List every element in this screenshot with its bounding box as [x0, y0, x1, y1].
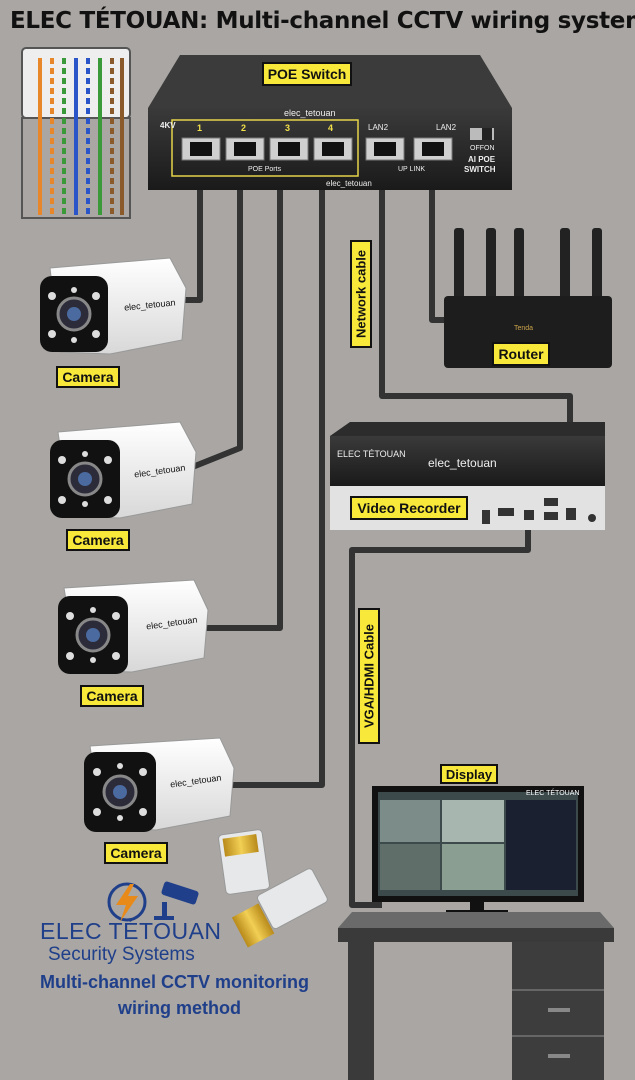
port-4-label: 4: [328, 123, 334, 133]
rj45-connector-icon: [218, 829, 328, 948]
display-label: Display: [440, 764, 498, 784]
network-cable-label: Network cable: [350, 240, 372, 348]
switch-4kv: 4KV: [160, 121, 176, 130]
desk: [338, 912, 614, 1080]
video-recorder: [330, 422, 605, 530]
page-title: ELEC TÉTOUAN: Multi-channel CCTV wiring …: [10, 8, 635, 34]
switch-brand: elec_tetouan: [284, 108, 336, 118]
lightning-bolt-icon: [107, 882, 147, 922]
lan-port-2-label: LAN2: [436, 123, 457, 132]
bottom-caption-line-2: wiring method: [118, 998, 241, 1018]
camera-2: [50, 421, 197, 519]
toggle-on: ON: [484, 145, 495, 152]
brand-tagline: Security Systems: [48, 944, 195, 965]
lan-port-1-label: LAN2: [368, 123, 389, 132]
screen-title: ELEC TÉTOUAN: [526, 790, 580, 797]
camera-1-label: Camera: [56, 366, 120, 388]
port-1-label: 1: [197, 123, 203, 133]
rj45-wiring-icon: [21, 47, 131, 219]
bottom-caption-line-1: Multi-channel CCTV monitoring: [40, 972, 309, 992]
vga-hdmi-cable-label: VGA/HDMI Cable: [358, 608, 380, 744]
poe-switch: [148, 55, 512, 190]
camera-4: [84, 737, 235, 832]
router-label: Router: [492, 342, 550, 366]
poe-ports-text: POE Ports: [248, 166, 282, 173]
ai-poe-text: AI POE: [468, 155, 496, 164]
recorder-brand-left: ELEC TÉTOUAN: [337, 449, 406, 459]
security-camera-icon: [154, 881, 199, 920]
uplink-text: UP LINK: [398, 166, 426, 173]
recorder-brand-center: elec_tetouan: [428, 456, 497, 470]
camera-1: [40, 257, 187, 355]
ai-switch-text: SWITCH: [464, 165, 496, 174]
toggle-off: OFF: [470, 145, 484, 152]
camera-3: [58, 579, 209, 674]
brand-name: ELEC TÉTOUAN: [40, 918, 222, 944]
video-recorder-label: Video Recorder: [350, 496, 468, 520]
camera-4-label: Camera: [104, 842, 168, 864]
camera-2-label: Camera: [66, 529, 130, 551]
switch-brand-bottom: elec_tetouan: [326, 179, 372, 188]
display-monitor: [372, 786, 584, 914]
router: [444, 228, 612, 368]
router-brand: Tenda: [514, 325, 534, 332]
poe-switch-label: POE Switch: [262, 62, 352, 86]
camera-3-label: Camera: [80, 685, 144, 707]
port-3-label: 3: [285, 123, 291, 133]
port-2-label: 2: [241, 123, 247, 133]
